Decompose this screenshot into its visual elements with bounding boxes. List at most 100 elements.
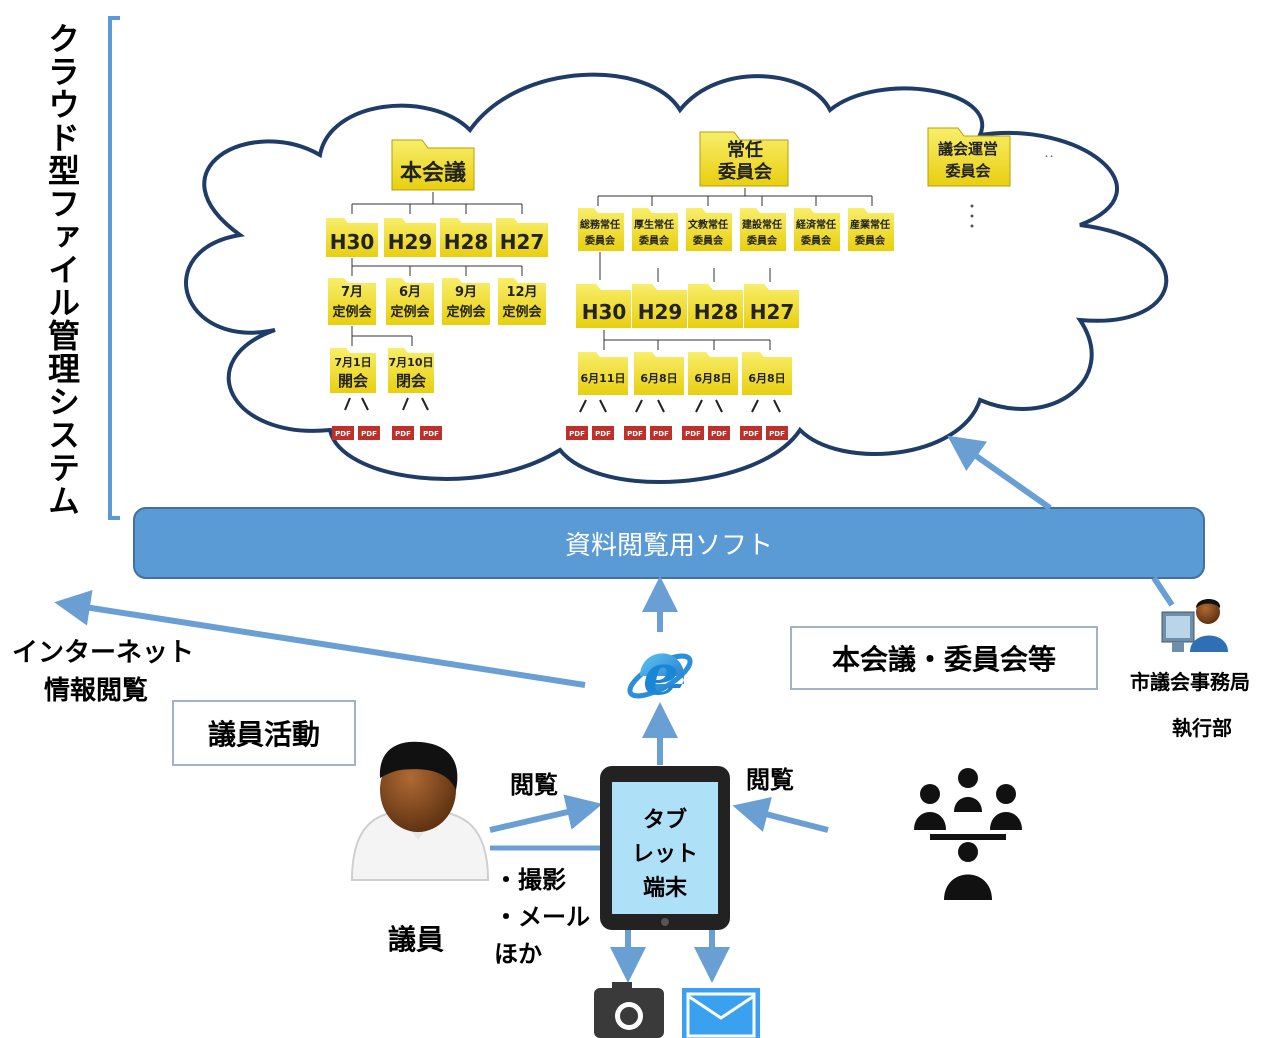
- standing-year-label: H28: [694, 300, 739, 324]
- committee-label: 総務常任: [580, 218, 620, 231]
- committee-label: 産業常任: [850, 218, 890, 231]
- pdf-icon: PDF: [743, 430, 759, 438]
- tablet-device: [600, 766, 730, 930]
- system-bracket: [108, 16, 120, 520]
- plenary-day-folders: 7月1日 開会 7月10日 閉会: [330, 348, 434, 393]
- pdf-icon: PDF: [569, 430, 585, 438]
- steering-folder: 議会運営 委員会 ･･: [927, 127, 1054, 228]
- view-label-left: 閲覧: [510, 771, 558, 799]
- tablet-label-3: 端末: [642, 876, 687, 901]
- standing-year-folders: H30 H29 H28 H27: [576, 284, 799, 328]
- standing-label-1: 常任: [727, 139, 763, 161]
- day-label: 閉会: [396, 372, 426, 390]
- mail-icon: [682, 988, 760, 1038]
- session-label: 12月: [506, 285, 537, 300]
- etc-label: ほか: [494, 940, 542, 968]
- plenary-year-h28: H28: [444, 230, 489, 254]
- committee-label: 委員会: [800, 234, 831, 247]
- pdf-icon: PDF: [653, 430, 669, 438]
- plenary-session-folders: 7月 定例会 6月 定例会 9月 定例会 12月 定例会: [328, 278, 546, 325]
- committee-label: 委員会: [638, 234, 669, 247]
- day-label: 開会: [338, 372, 368, 390]
- executive-label: 執行部: [1172, 716, 1232, 740]
- standing-date-label: 6月8日: [748, 372, 785, 385]
- session-label: 7月: [341, 285, 363, 300]
- member-activity-box: 議員活動: [172, 700, 356, 766]
- tablet-label-1: タブ: [642, 808, 687, 833]
- svg-text:e: e: [643, 642, 679, 708]
- standing-date-label: 6月8日: [640, 372, 677, 385]
- standing-year-label: H29: [638, 300, 683, 324]
- pdf-icon: PDF: [769, 430, 785, 438]
- session-label: 定例会: [389, 304, 430, 320]
- camera-icon: [594, 982, 664, 1038]
- folder-icon: [927, 127, 1011, 187]
- pdf-icons-plenary: PDF PDF PDF PDF: [332, 426, 442, 440]
- viewer-software-label: 資料閲覧用ソフト: [564, 530, 773, 561]
- committee-label: 委員会: [584, 234, 615, 247]
- internet-browse-label: 情報閲覧: [44, 676, 149, 706]
- standing-tree: 常任 委員会 総務常任 委員会 厚生常任 委員会 文教常任 委員会 建設常: [566, 131, 894, 440]
- standing-date-label: 6月11日: [581, 372, 626, 385]
- pdf-icon: PDF: [595, 430, 611, 438]
- arrow-band-to-cloud: [947, 435, 1052, 511]
- internet-label: インターネット: [12, 638, 195, 668]
- ellipsis-dots: ･･: [1044, 152, 1054, 163]
- plenary-tree: 本会議 H30 H29 H28 H27: [326, 139, 548, 440]
- pdf-icon: PDF: [361, 430, 377, 438]
- session-label: 6月: [399, 285, 421, 300]
- committee-label: 厚生常任: [634, 218, 674, 231]
- tablet-label-2: レット: [631, 842, 698, 867]
- committee-label: 委員会: [692, 234, 723, 247]
- standing-year-label: H30: [582, 300, 627, 324]
- session-label: 定例会: [501, 304, 542, 320]
- session-label: 定例会: [445, 304, 486, 320]
- committee-label: 委員会: [746, 234, 777, 247]
- plenary-year-folders: H30 H29 H28 H27: [326, 218, 548, 257]
- plenary-year-h27: H27: [500, 230, 545, 254]
- arrow-group-to-tablet: [732, 797, 829, 833]
- plenary-label: 本会議: [400, 160, 466, 186]
- folder-icon: [699, 131, 789, 187]
- member-label: 議員: [388, 923, 445, 956]
- system-title: クラウド型ファイル管理システム: [43, 22, 81, 517]
- plenary-year-h30: H30: [330, 230, 375, 254]
- standing-year-label: H27: [750, 300, 795, 324]
- arrow-operator-to-band: [1151, 576, 1175, 607]
- steering-label-2: 委員会: [945, 162, 990, 180]
- pdf-icon: PDF: [711, 430, 727, 438]
- day-label: 7月10日: [389, 356, 434, 369]
- plenary-year-h29: H29: [388, 230, 433, 254]
- operator-icon: [1161, 599, 1228, 652]
- day-label: 7月1日: [334, 356, 371, 369]
- secretariat-label: 市議会事務局: [1130, 670, 1250, 694]
- person-icon: [350, 741, 490, 881]
- committee-folders: 総務常任 委員会 厚生常任 委員会 文教常任 委員会 建設常任 委員会 経済常任…: [578, 208, 894, 251]
- standing-label-2: 委員会: [717, 161, 772, 183]
- pdf-icons-standing: PDF PDF PDF PDF PDF PDF PDF PDF: [566, 426, 788, 440]
- mail-label: ・メール: [494, 903, 590, 931]
- standing-date-folders: 6月11日 6月8日 6月8日 6月8日: [578, 352, 792, 395]
- group-icon: [914, 768, 1022, 900]
- committee-label: 建設常任: [741, 218, 782, 231]
- session-label: 9月: [455, 285, 477, 300]
- folder-icon: [391, 139, 475, 191]
- view-label-right: 閲覧: [746, 766, 794, 794]
- steering-label-1: 議会運営: [938, 140, 998, 158]
- arrow-to-internet: [54, 589, 586, 688]
- standing-date-label: 6月8日: [694, 372, 731, 385]
- committee-label: 文教常任: [688, 218, 728, 231]
- pdf-icon: PDF: [627, 430, 643, 438]
- photo-label: ・撮影: [494, 866, 566, 894]
- browser-e-icon: e: [627, 642, 693, 708]
- pdf-icon: PDF: [685, 430, 701, 438]
- pdf-icon: PDF: [423, 430, 439, 438]
- plenary-committee-box: 本会議・委員会等: [790, 626, 1098, 690]
- committee-label: 経済常任: [796, 218, 836, 231]
- committee-label: 委員会: [854, 234, 885, 247]
- pdf-icon: PDF: [395, 430, 411, 438]
- pdf-icon: PDF: [335, 430, 351, 438]
- session-label: 定例会: [331, 304, 372, 320]
